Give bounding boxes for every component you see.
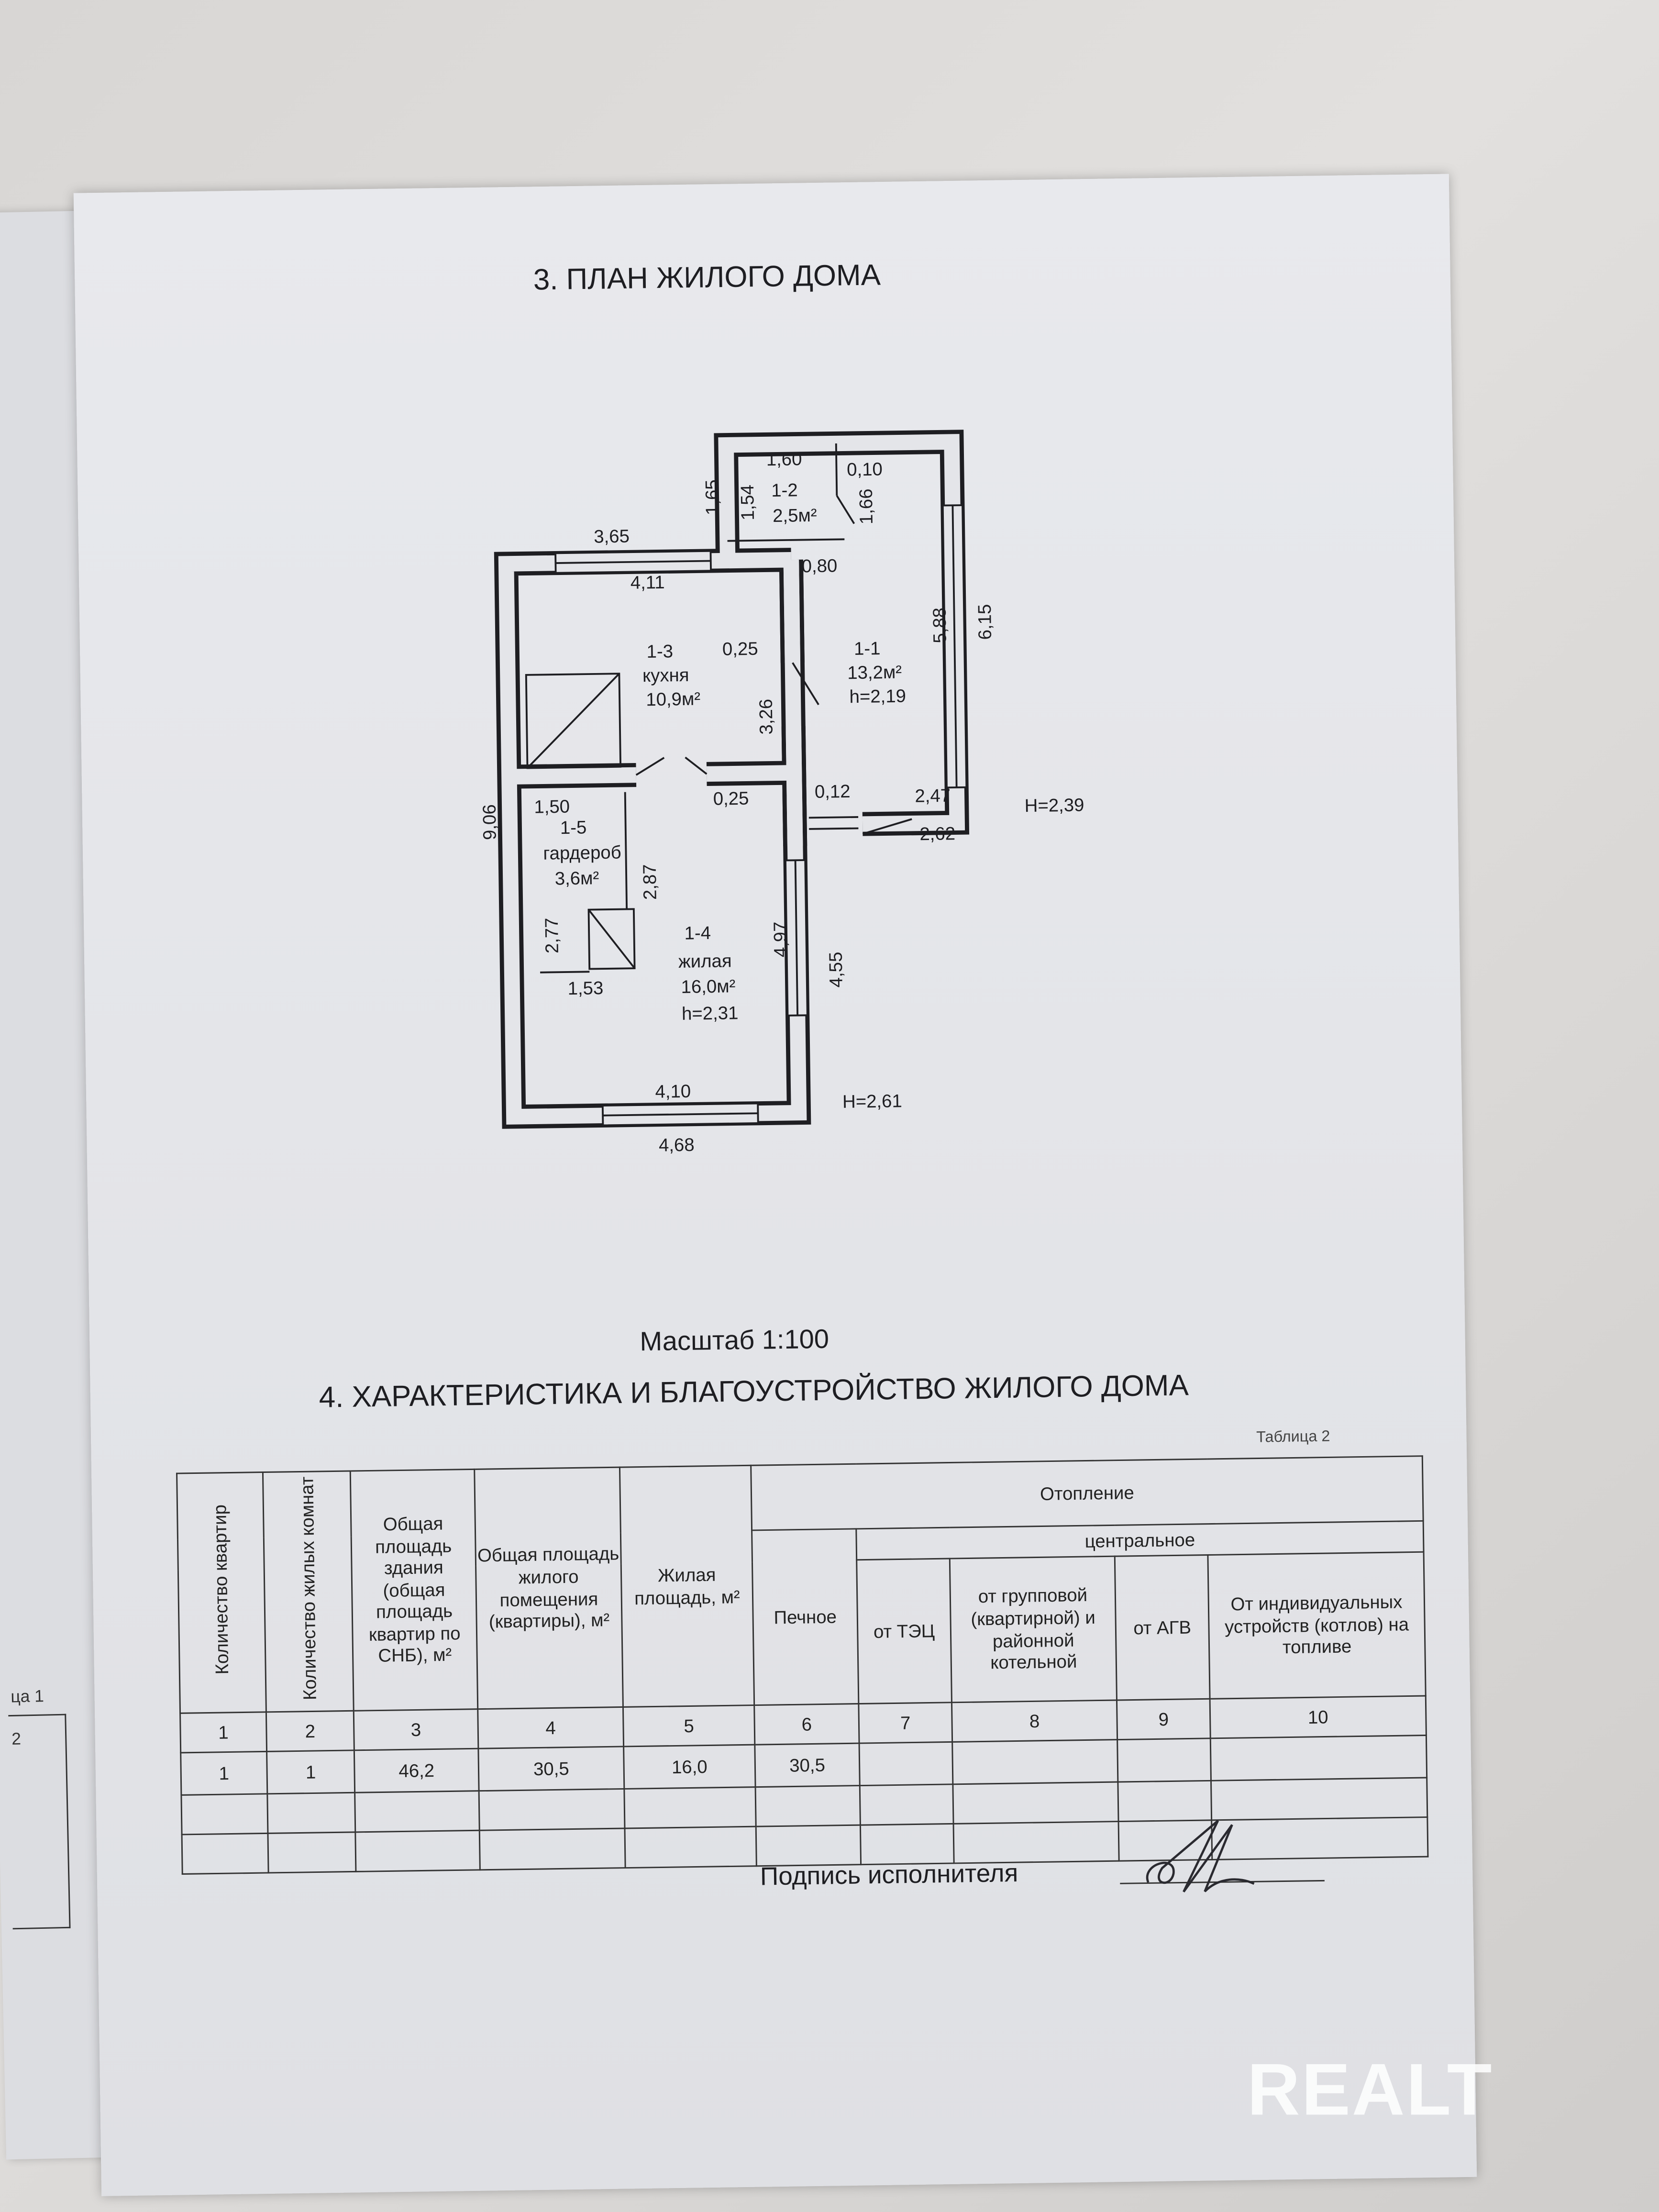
column-number: 8	[951, 1700, 1117, 1742]
height-mark: H=2,61	[842, 1091, 902, 1112]
header-cell: Количество квартир	[209, 1505, 233, 1676]
dimension: 4,68	[659, 1135, 695, 1156]
room-height: h=2,19	[849, 686, 906, 708]
fixtures	[525, 443, 912, 973]
room-label: 1-4	[684, 923, 711, 944]
floor-plan: 1-3 кухня 10,9м² 1-1 13,2м² h=2,19 1-2 2…	[479, 430, 1084, 1156]
dimension: 0,25	[722, 639, 758, 660]
column-number: 4	[477, 1707, 624, 1749]
header-cell: Отопление	[751, 1456, 1424, 1530]
dimension: 4,10	[655, 1081, 691, 1102]
column-number: 10	[1210, 1695, 1427, 1738]
header-cell: от АГВ	[1115, 1555, 1210, 1701]
room-area: 13,2м²	[847, 662, 902, 684]
document-page: 3. ПЛАН ЖИЛОГО ДОМА	[73, 174, 1477, 2196]
room-label: 1-1	[854, 638, 881, 659]
dimension: 1,66	[856, 488, 877, 524]
cell: 1	[266, 1750, 355, 1794]
scale-label: Масштаб 1:100	[640, 1325, 830, 1358]
cell	[952, 1739, 1118, 1784]
cell: 1	[180, 1751, 267, 1795]
header-cell: Количество жилых комнат	[296, 1477, 320, 1701]
dimension: 1,60	[766, 449, 802, 470]
room-height: h=2,31	[682, 1003, 739, 1024]
dimension: 2,77	[542, 918, 563, 953]
dimension: 0,25	[713, 788, 749, 809]
dimension: 9,06	[479, 804, 500, 840]
room-label: 1-5	[560, 817, 587, 838]
header-cell: Общая площадь жилого помещения (квартиры…	[474, 1467, 623, 1709]
column-number: 9	[1117, 1699, 1211, 1740]
column-number: 2	[266, 1711, 354, 1752]
column-number: 3	[354, 1709, 478, 1750]
cell	[1210, 1735, 1427, 1781]
room-label: 1-3	[646, 641, 673, 662]
dimension: 0,12	[815, 781, 851, 802]
signature-mark	[1146, 1820, 1255, 1893]
dimension: 2,47	[915, 785, 951, 807]
cell: 16,0	[623, 1745, 756, 1789]
room-area: 3,6м²	[555, 868, 599, 889]
dimension: 0,10	[847, 459, 883, 480]
room-name: кухня	[642, 665, 689, 686]
room-name: жилая	[678, 951, 732, 972]
signature-label: Подпись исполнителя	[760, 1858, 1018, 1891]
dimension: 1,53	[567, 978, 603, 999]
dimension: 3,26	[756, 699, 777, 735]
height-mark: H=2,39	[1024, 795, 1084, 816]
dimension: 5,88	[929, 608, 951, 643]
left-page-fragment: ца 1	[10, 1686, 44, 1707]
dimension: 3,65	[594, 526, 630, 547]
header-cell: от групповой (квартирной) и районной кот…	[950, 1556, 1117, 1703]
characteristics-table: Количество квартир Количество жилых комн…	[176, 1455, 1428, 1875]
dimension: 1,54	[737, 485, 758, 520]
header-cell: Общая площадь здания (общая площадь квар…	[350, 1469, 478, 1711]
header-cell: Жилая площадь, м²	[619, 1465, 754, 1707]
dimension: 1,50	[534, 796, 570, 818]
cell: 30,5	[754, 1743, 860, 1787]
dimension: 2,62	[919, 823, 955, 844]
dimension: 0,80	[801, 555, 837, 576]
dimension: 2,87	[640, 864, 661, 900]
cell	[859, 1742, 953, 1786]
dimension: 4,97	[770, 921, 791, 957]
dimension: 4,11	[630, 572, 664, 593]
cell: 46,2	[354, 1748, 479, 1793]
dimension: 4,55	[826, 951, 847, 987]
realt-watermark-logo: REALT	[1247, 2049, 1493, 2132]
cell	[1117, 1738, 1211, 1782]
column-number: 1	[180, 1712, 267, 1753]
dimension: 1,65	[702, 479, 723, 515]
column-number: 6	[754, 1703, 860, 1745]
header-cell: Печное	[752, 1528, 859, 1705]
dimension: 6,15	[974, 604, 995, 640]
cell: 30,5	[478, 1746, 624, 1791]
table-label: Таблица 2	[1256, 1428, 1330, 1447]
header-cell: от ТЭЦ	[856, 1559, 952, 1704]
room-label: 1-2	[771, 480, 798, 501]
header-cell: От индивидуальных устройств (котлов) на …	[1207, 1552, 1426, 1699]
left-page-table	[8, 1714, 71, 1930]
room-area: 16,0м²	[681, 976, 736, 997]
column-number: 7	[858, 1702, 952, 1744]
room-area: 2,5м²	[773, 505, 817, 526]
room-name: гардероб	[543, 842, 621, 863]
column-number: 5	[623, 1705, 755, 1747]
room-area: 10,9м²	[646, 689, 701, 710]
windows	[554, 504, 968, 1127]
